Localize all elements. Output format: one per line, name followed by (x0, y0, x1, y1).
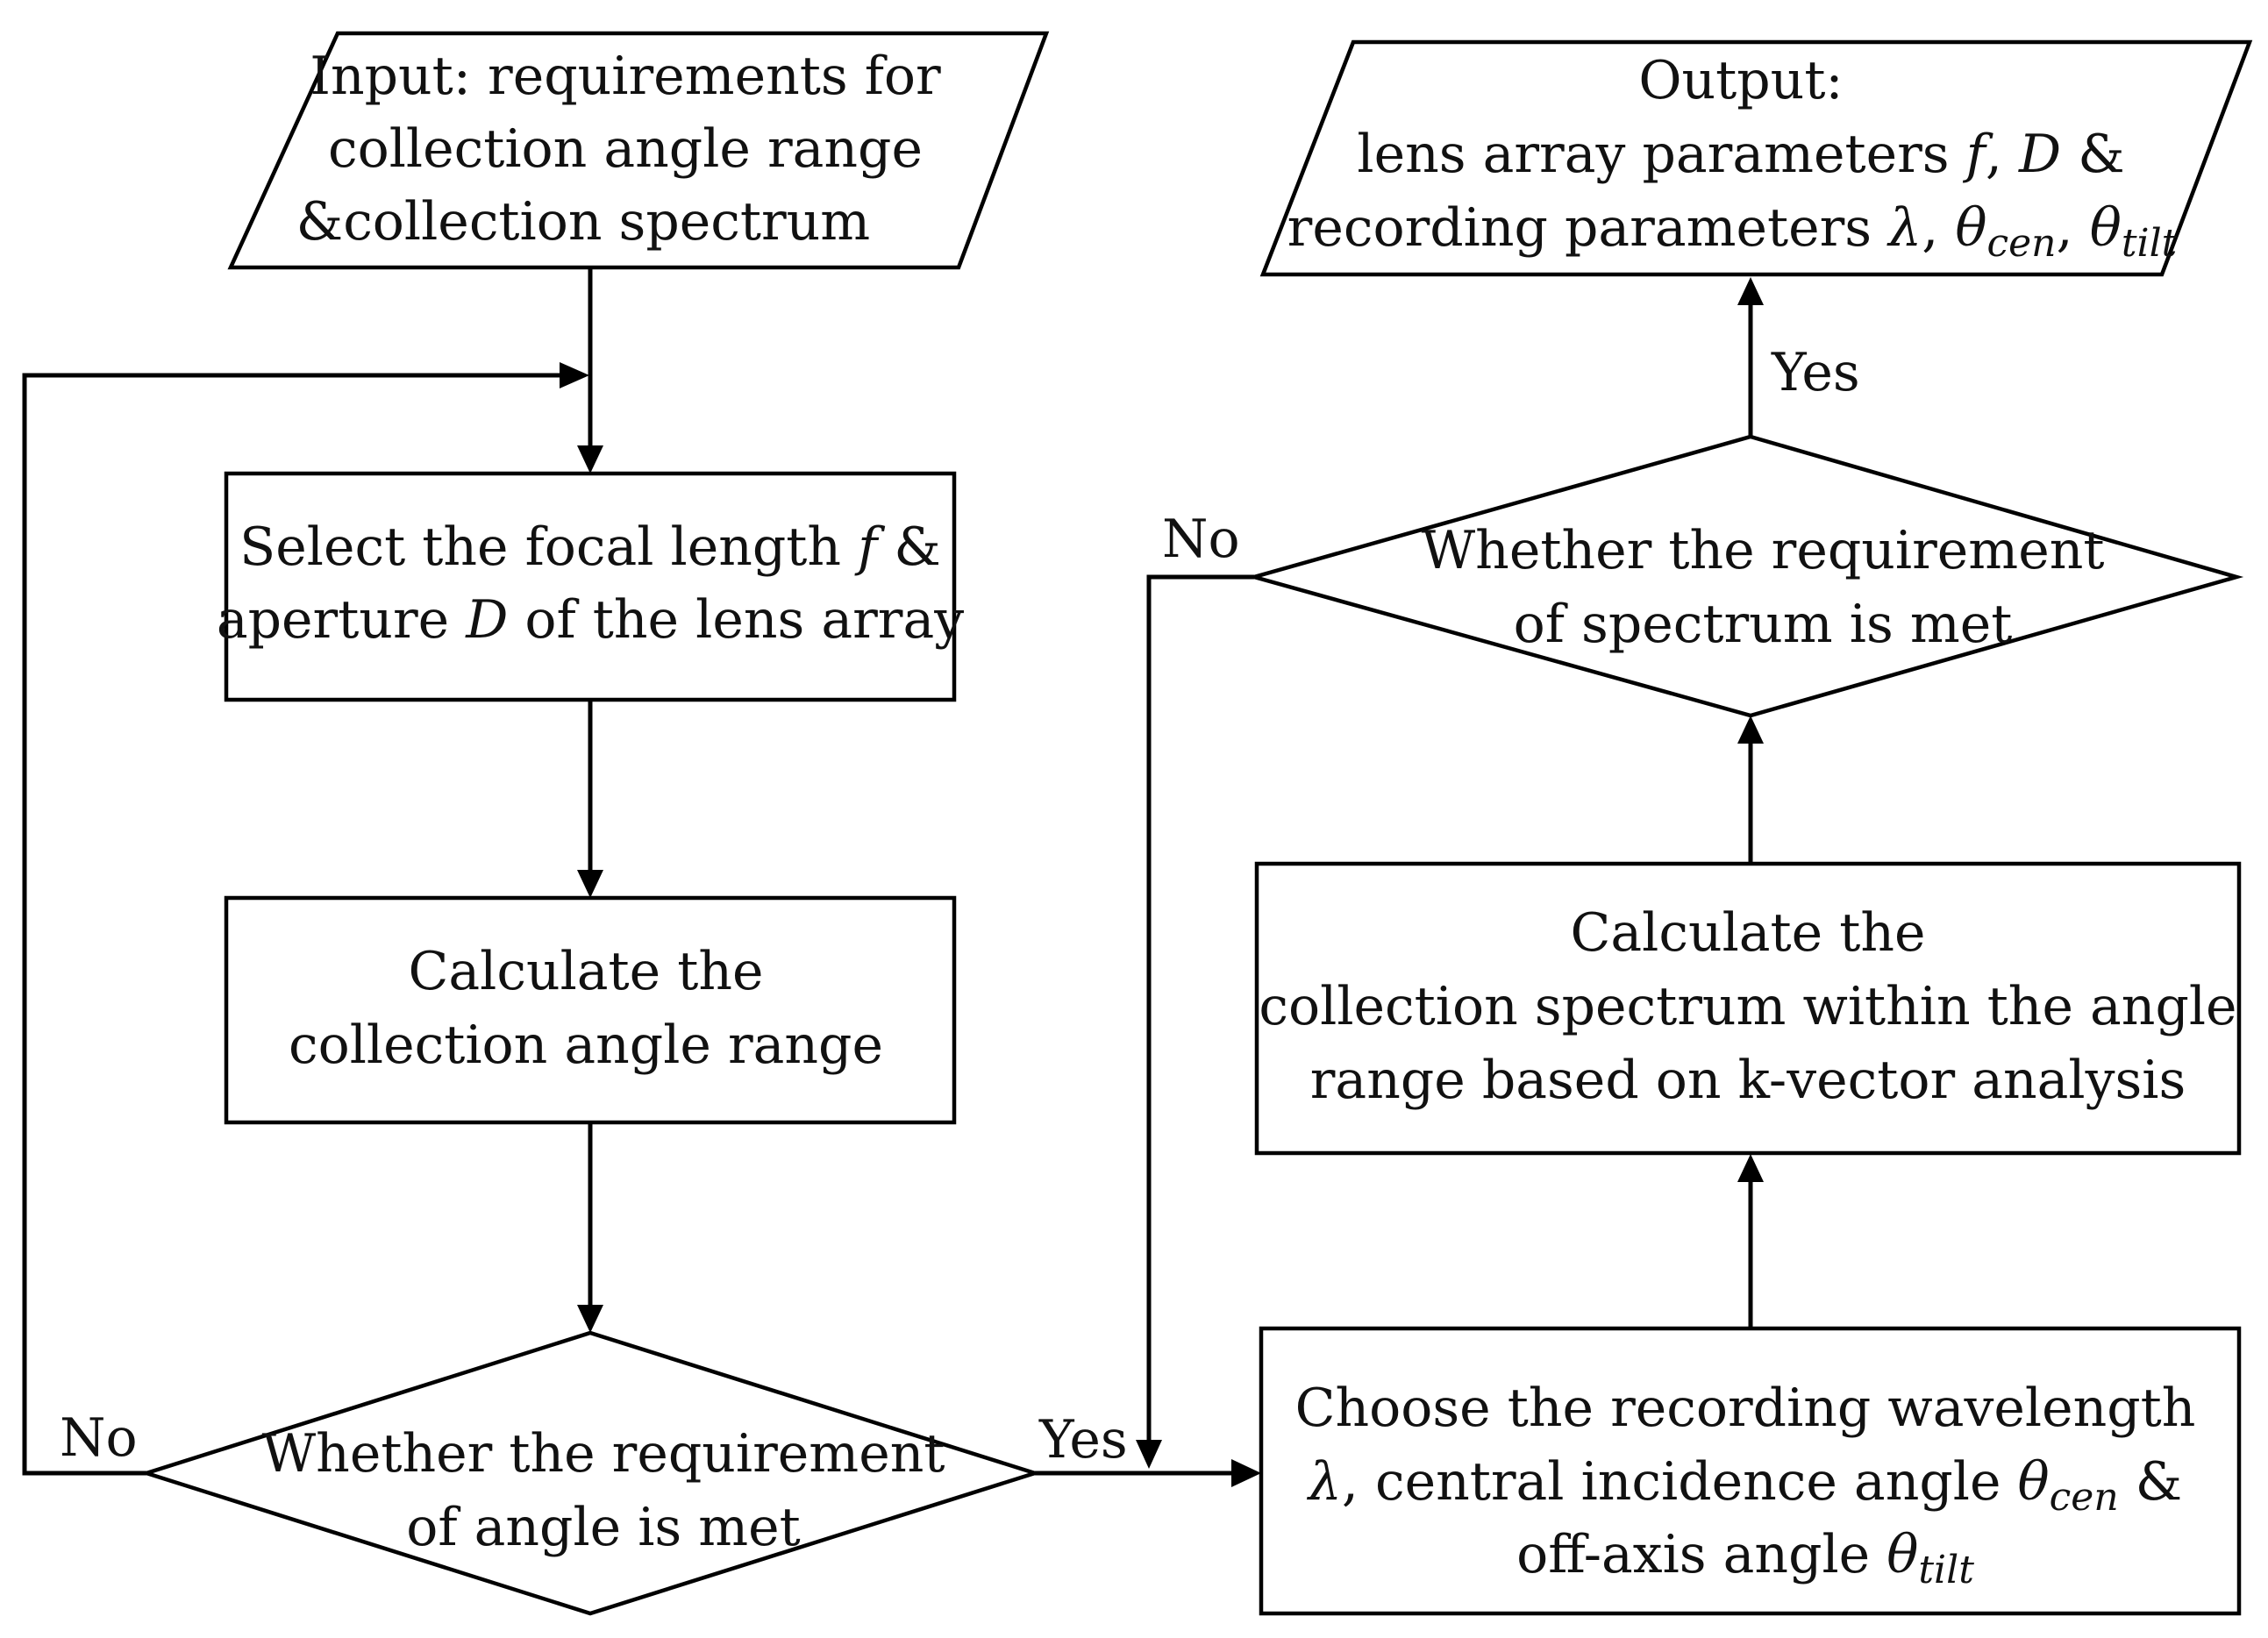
arrowhead-decision-spectrum (1737, 716, 1764, 744)
label-spectrum-yes: Yes (1771, 342, 1860, 403)
calc-angle-box (224, 895, 957, 1125)
label-spectrum-no: No (1162, 509, 1240, 570)
output-parallelogram (1259, 39, 2253, 277)
arrowhead-calc-angle (577, 870, 603, 898)
calc-spectrum-line-3: range based on k-vector analysis (1310, 1050, 2186, 1111)
input-line-3: &collection spectrum (296, 191, 870, 253)
choose-line-3: off-axis angle θtilt (1516, 1524, 1974, 1592)
calc-spectrum-line-1: Calculate the (1570, 902, 1925, 964)
input-node: Input: requirements for collection angle… (227, 31, 1050, 270)
input-line-2: collection angle range (328, 118, 923, 180)
label-angle-yes: Yes (1038, 1409, 1128, 1471)
arrowhead-choose (1231, 1459, 1261, 1487)
arrowhead-output (1737, 277, 1764, 305)
output-node: Output: lens array parameters f, D & rec… (1259, 39, 2253, 277)
decision-spectrum-line-2: of spectrum is met (1514, 594, 2013, 655)
output-line-3: recording parameters λ, θcen, θtilt (1287, 197, 2178, 266)
calc-angle-line-2: collection angle range (289, 1015, 883, 1076)
decision-angle-line-1: Whether the requirement (262, 1423, 945, 1485)
input-parallelogram (227, 31, 1050, 270)
input-line-1: Input: requirements for (310, 46, 941, 107)
select-node: Select the focal length f & aperture D o… (217, 471, 964, 702)
arrowhead-loop-merge (560, 362, 589, 388)
output-line-1: Output: (1638, 50, 1843, 111)
select-line-2: aperture D of the lens array (217, 589, 964, 651)
decision-spectrum-diamond (1246, 434, 2244, 718)
choose-box (1259, 1326, 2242, 1616)
output-line-2: lens array parameters f, D & (1357, 124, 2124, 185)
label-angle-no: No (60, 1407, 138, 1469)
calc-spectrum-node: Calculate the collection spectrum within… (1254, 861, 2242, 1156)
arrowhead-calc-spectrum (1737, 1154, 1764, 1182)
decision-spectrum-node: Whether the requirement of spectrum is m… (1246, 434, 2244, 718)
decision-angle-diamond (139, 1330, 1042, 1616)
decision-angle-line-2: of angle is met (406, 1497, 801, 1558)
decision-spectrum-line-1: Whether the requirement (1422, 520, 2105, 581)
calc-spectrum-line-2: collection spectrum within the angle (1259, 976, 2236, 1037)
arrowhead-spectrum-no (1136, 1440, 1162, 1469)
calc-angle-node: Calculate the collection angle range (224, 895, 957, 1125)
edge-spectrum-no-loop (1146, 574, 1254, 1442)
edge-angle-no-loop (22, 373, 561, 1476)
decision-angle-node: Whether the requirement of angle is met (139, 1330, 1042, 1616)
calc-spectrum-box (1254, 861, 2242, 1156)
choose-line-1: Choose the recording wavelength (1295, 1378, 2196, 1439)
choose-line-2: λ, central incidence angle θcen & (1307, 1451, 2182, 1520)
choose-node: Choose the recording wavelength λ, centr… (1259, 1326, 2242, 1616)
select-line-1: Select the focal length f & (239, 516, 941, 578)
calc-angle-line-1: Calculate the (408, 941, 763, 1002)
arrowhead-decision-angle (577, 1305, 603, 1333)
select-box (224, 471, 957, 702)
arrowhead-select (577, 445, 603, 474)
